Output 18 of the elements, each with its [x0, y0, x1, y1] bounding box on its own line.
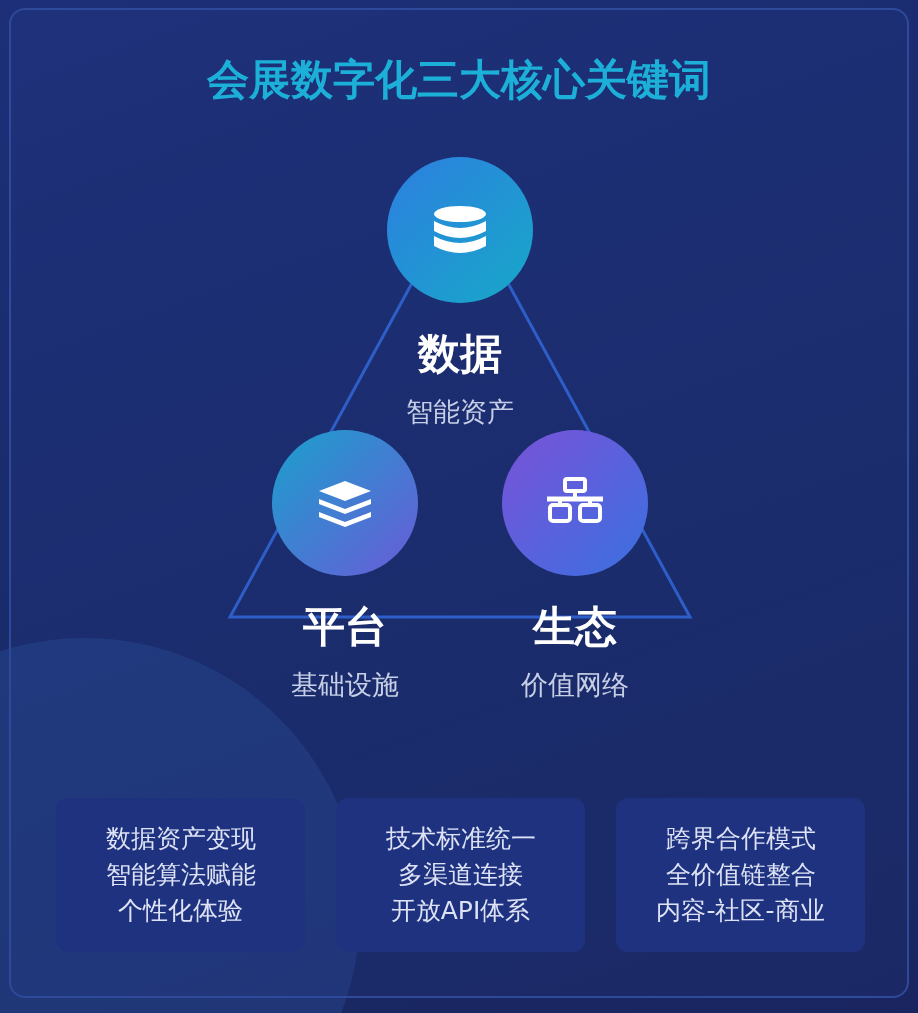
- feature-card: [336, 798, 585, 952]
- keyword-subtitle: 基础设施: [290, 668, 400, 702]
- feature-text: 技术标准统一: [385, 823, 536, 855]
- feature-text: 个性化体验: [118, 895, 243, 927]
- keyword-heading: 平台: [302, 601, 388, 653]
- keyword-subtitle: 智能资产: [405, 395, 515, 429]
- feature-text: 智能算法赋能: [105, 859, 256, 891]
- feature-text: 内容-社区-商业: [656, 895, 825, 927]
- feature-text: 数据资产变现: [105, 823, 256, 855]
- feature-text: 开放API体系: [390, 895, 531, 927]
- title: 会展数字化三大核心关键词: [206, 54, 712, 106]
- keyword-subtitle: 价值网络: [520, 668, 630, 702]
- feature-text: 全价值链整合: [665, 859, 816, 891]
- keyword-heading: 数据: [416, 328, 503, 380]
- feature-card: [616, 798, 865, 952]
- feature-text: 跨界合作模式: [665, 823, 816, 855]
- keyword-heading: 生态: [531, 601, 618, 653]
- feature-text: 多渠道连接: [398, 859, 523, 891]
